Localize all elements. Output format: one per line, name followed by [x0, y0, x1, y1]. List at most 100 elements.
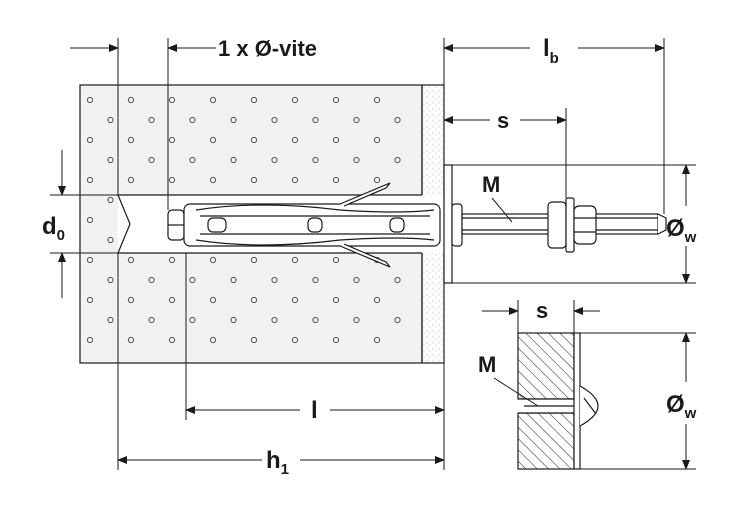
s-bottom-label: s	[536, 298, 548, 323]
panel-dot	[291, 256, 299, 264]
dim-ow-bottom	[580, 332, 696, 470]
panel-dot	[271, 316, 278, 324]
panel-dot	[271, 116, 278, 124]
h1-label: h1	[266, 447, 289, 478]
m-top-label: M	[482, 172, 500, 197]
panel-dot	[291, 176, 299, 184]
panel-dot	[127, 96, 135, 104]
panel-dot	[373, 336, 381, 344]
panel-dot	[291, 96, 299, 104]
panel-dot	[107, 276, 114, 284]
panel-dot	[168, 336, 176, 344]
panel-dot	[230, 156, 237, 164]
panel-dot	[86, 176, 94, 184]
panel-dot	[394, 316, 401, 324]
panel-dot	[312, 316, 319, 324]
panel-dot	[86, 256, 94, 264]
panel-dot	[209, 96, 217, 104]
panel-dot	[250, 256, 258, 264]
panel-dot	[373, 136, 381, 144]
panel-dot	[209, 336, 217, 344]
panel-dot	[291, 136, 299, 144]
panel-dot	[373, 176, 381, 184]
panel-dot	[148, 316, 155, 324]
panel-dot	[86, 216, 94, 224]
panel-dot	[394, 156, 401, 164]
panel-dot	[250, 176, 258, 184]
m-bottom-label: M	[478, 352, 496, 377]
panel-dot	[332, 176, 340, 184]
panel-dot	[353, 156, 360, 164]
panel-dot	[86, 136, 94, 144]
panel-dot	[394, 276, 401, 284]
panel-dot	[250, 96, 258, 104]
dim-l	[185, 253, 445, 470]
m-top-leader	[491, 197, 513, 223]
panel-dot	[332, 96, 340, 104]
panel-dot	[86, 336, 94, 344]
panel-dot	[250, 336, 258, 344]
panel-dot	[312, 116, 319, 124]
panel-dot	[148, 156, 155, 164]
washer-plate	[443, 164, 453, 284]
panel-dot	[230, 316, 237, 324]
panel-dot	[86, 96, 94, 104]
panel-dot	[209, 136, 217, 144]
panel-dot	[107, 116, 114, 124]
panel-dot	[168, 136, 176, 144]
panel-dot	[332, 256, 340, 264]
dim-s-bottom	[482, 300, 600, 333]
panel-dot	[271, 276, 278, 284]
panel-dot	[127, 256, 135, 264]
m-bottom-leader	[493, 377, 539, 407]
panel-dot	[189, 116, 196, 124]
panel-dot	[148, 276, 155, 284]
panel-dot	[127, 176, 135, 184]
lb-label: lb	[543, 35, 559, 67]
panel-dot	[107, 236, 114, 244]
panel-dot	[189, 316, 196, 324]
panel-dot	[107, 316, 114, 324]
panel-dot	[127, 136, 135, 144]
dim-d0	[50, 150, 118, 298]
screw-length-label: 1 x Ø-vite	[218, 36, 317, 61]
dim-screw-length	[70, 38, 216, 210]
panel-dot	[230, 276, 237, 284]
d0-label: d0	[42, 213, 65, 244]
hex-nut	[547, 197, 597, 253]
ow-bottom-label: Øw	[666, 391, 697, 422]
panel-dot	[373, 96, 381, 104]
s-top-label: s	[497, 108, 509, 133]
panel-dot	[209, 296, 217, 304]
panel-dot	[189, 276, 196, 284]
panel-dot	[148, 116, 155, 124]
l-label: l	[311, 397, 318, 424]
panel-dot	[189, 156, 196, 164]
panel-dot	[332, 336, 340, 344]
anchor-body	[167, 182, 441, 268]
dim-h1	[117, 253, 445, 470]
panel-dot	[312, 156, 319, 164]
panel-dot	[127, 296, 135, 304]
panel-dot	[332, 296, 340, 304]
panel-dot	[394, 116, 401, 124]
panel-dot	[291, 336, 299, 344]
panel-dot	[168, 296, 176, 304]
collar	[451, 203, 463, 247]
panel-dot	[107, 156, 114, 164]
panel-dot	[353, 116, 360, 124]
dim-s-top	[443, 108, 567, 198]
panel-dot	[168, 176, 176, 184]
panel-dot	[312, 276, 319, 284]
panel-dot	[332, 136, 340, 144]
dim-lb	[443, 38, 665, 214]
panel-dot	[127, 336, 135, 344]
detail-view	[517, 332, 599, 470]
panel-dot	[271, 156, 278, 164]
panel-dot	[250, 296, 258, 304]
panel-dot	[250, 136, 258, 144]
panel-dot	[168, 256, 176, 264]
panel-dot	[209, 256, 217, 264]
panel-dot	[230, 116, 237, 124]
